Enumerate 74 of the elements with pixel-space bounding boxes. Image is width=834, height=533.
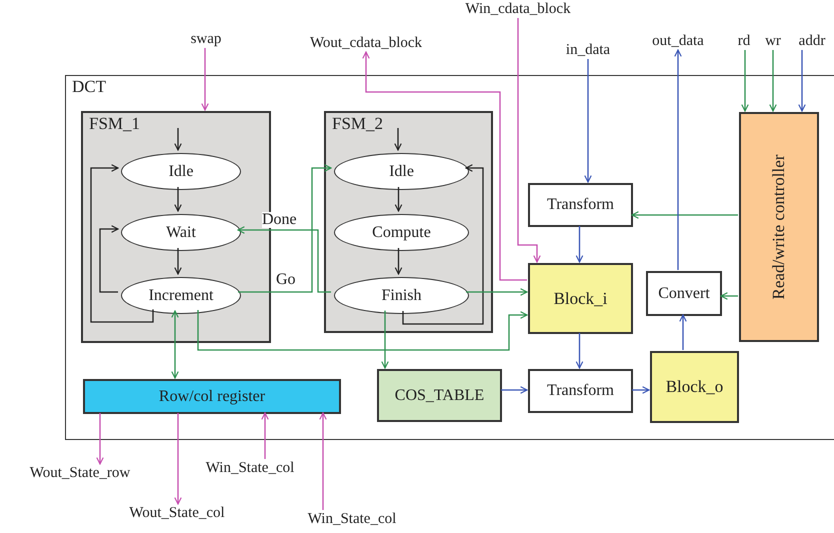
- signal-label: rd: [738, 32, 750, 50]
- arrow: [576, 226, 584, 263]
- arrow: [362, 51, 527, 281]
- arrow: [174, 248, 182, 275]
- arrow: [174, 187, 182, 212]
- arrow: [584, 59, 592, 183]
- state-machine-panel: [324, 111, 493, 333]
- arrow: [96, 413, 104, 465]
- arrow: [631, 211, 738, 219]
- arrow: [798, 50, 806, 112]
- signal-label: Win_State_col: [308, 510, 396, 528]
- node-label: Compute: [372, 224, 431, 242]
- signal-label: swap: [190, 30, 222, 48]
- process-box: [646, 271, 722, 316]
- arrow: [632, 386, 650, 394]
- signal-label: wr: [765, 32, 781, 50]
- edge-label: Done: [262, 212, 297, 228]
- signal-label: addr: [798, 32, 826, 50]
- process-box: [528, 263, 633, 334]
- arrow: [174, 128, 182, 151]
- arrow: [201, 48, 209, 111]
- arrow: [381, 310, 389, 369]
- arrow: [720, 292, 738, 300]
- arrow: [769, 50, 777, 112]
- arrow: [674, 49, 682, 270]
- arrow: [237, 226, 332, 293]
- node-label: Idle: [389, 162, 414, 180]
- arrow: [741, 50, 749, 112]
- controller-box: [739, 112, 819, 342]
- process-box: [528, 183, 633, 227]
- signal-label: Win_State_col: [206, 459, 294, 477]
- node-label: COS_TABLE: [394, 386, 484, 404]
- signal-label: out_data: [652, 32, 704, 50]
- block-title: FSM_2: [332, 115, 384, 133]
- arrow: [679, 314, 687, 350]
- node-label: Wait: [166, 224, 196, 242]
- block-title: DCT: [72, 78, 106, 96]
- arrow: [261, 412, 269, 459]
- arrow: [171, 310, 179, 379]
- arrow: [174, 413, 182, 505]
- process-box: [650, 351, 739, 423]
- arrow: [394, 128, 402, 151]
- process-box: [377, 369, 502, 422]
- process-box: [528, 369, 633, 413]
- process-box: [83, 379, 341, 414]
- signal-label: Wout_State_row: [30, 464, 130, 482]
- node-label: Transform: [547, 196, 614, 214]
- node-label: Block_i: [554, 290, 608, 308]
- arrow: [501, 386, 528, 394]
- node-label: Finish: [382, 286, 422, 304]
- module-box: [65, 75, 834, 440]
- block-title: FSM_1: [89, 115, 140, 133]
- signal-label: Win_cdata_block: [465, 0, 571, 18]
- arrow: [238, 164, 332, 293]
- node-label: Read/write controller: [770, 154, 788, 300]
- node-label: Transform: [547, 382, 614, 400]
- node-label: Increment: [148, 286, 214, 304]
- arrow: [197, 310, 528, 351]
- arrow: [576, 333, 584, 369]
- node-label: Idle: [168, 162, 194, 180]
- node-label: Block_o: [666, 378, 724, 396]
- arrow: [319, 412, 327, 510]
- node-label: Row/col register: [158, 388, 266, 406]
- arrow: [90, 164, 154, 323]
- signal-label: in_data: [566, 41, 610, 59]
- signal-label: Wout_State_col: [129, 504, 225, 522]
- arrow: [394, 187, 402, 212]
- arrow: [517, 18, 541, 263]
- node-label: Convert: [658, 284, 710, 302]
- arrow: [466, 288, 528, 296]
- arrow: [99, 225, 119, 293]
- signal-label: Wout_cdata_block: [310, 34, 422, 52]
- arrow: [394, 248, 402, 275]
- arrow: [402, 164, 484, 325]
